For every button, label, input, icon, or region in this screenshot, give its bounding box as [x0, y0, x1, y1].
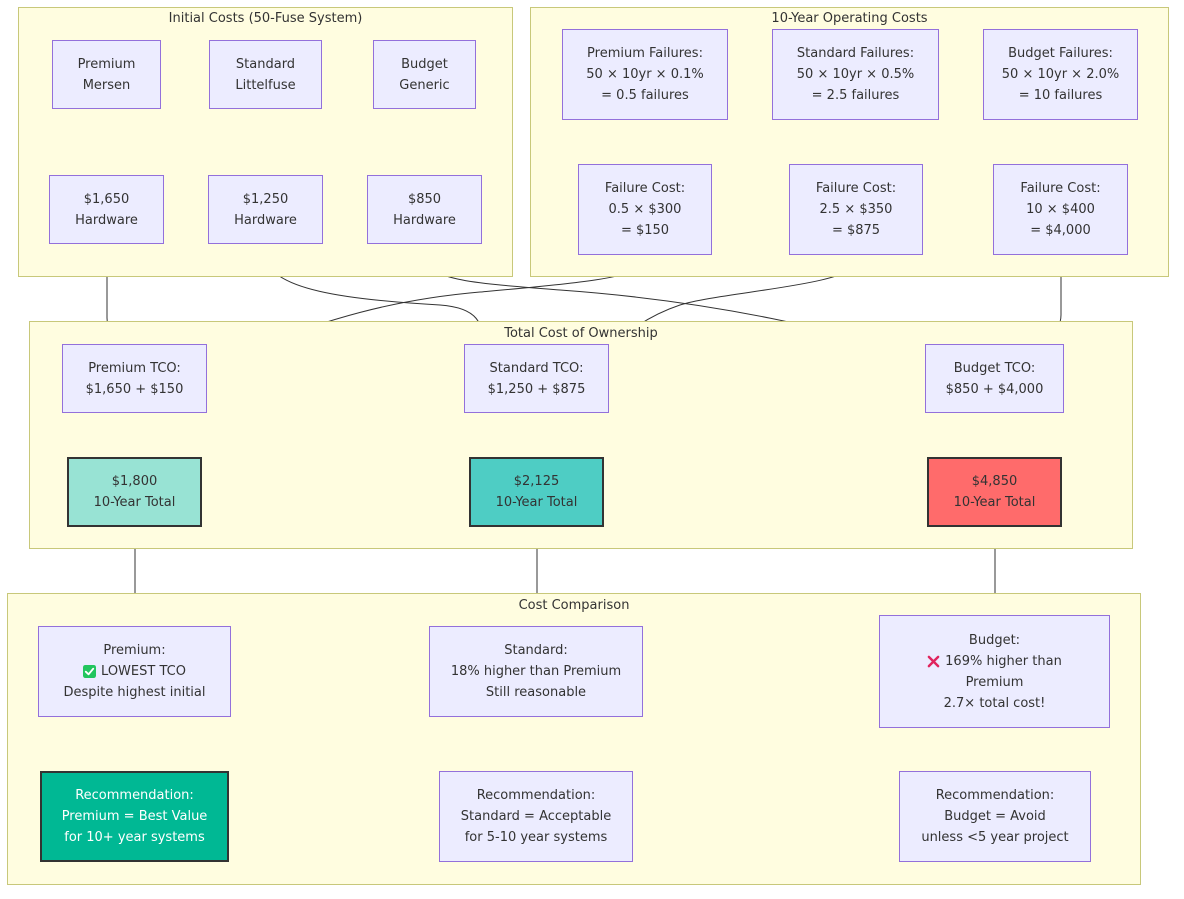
node-line: $1,250 + $875: [487, 381, 586, 397]
node-line: Littelfuse: [235, 77, 296, 93]
group-title-tco: Total Cost of Ownership: [504, 326, 658, 341]
node-line: 10-Year Total: [495, 495, 578, 510]
node-line: Still reasonable: [485, 685, 587, 700]
node-line: Recommendation:: [935, 788, 1055, 803]
node-line: = $4,000: [1030, 223, 1091, 238]
node-line: $1,650 + $150: [85, 381, 184, 397]
node-line: Budget TCO:: [953, 360, 1036, 376]
node-standard-hardware: $1,250 Hardware: [208, 175, 323, 244]
node-line: $850: [407, 191, 442, 207]
node-line: Premium: [77, 56, 136, 72]
node-line: 50 × 10yr × 2.0%: [1001, 67, 1120, 82]
node-budget-comparison: Budget: 169% higher than Premium 2.7× to…: [879, 615, 1110, 728]
node-line: 50 × 10yr × 0.1%: [586, 67, 704, 82]
node-line: 50 × 10yr × 0.5%: [796, 67, 915, 82]
node-budget-total: $4,850 10-Year Total: [927, 457, 1062, 527]
node-line: = $875: [831, 223, 881, 238]
node-line: 10 × $400: [1026, 202, 1095, 217]
node-premium-failure-cost: Failure Cost: 0.5 × $300 = $150: [578, 164, 712, 255]
node-line: Budget Failures:: [1008, 46, 1113, 61]
node-budget-generic: Budget Generic: [373, 40, 476, 109]
node-line: $2,125: [513, 474, 560, 489]
node-budget-tco: Budget TCO: $850 + $4,000: [925, 344, 1064, 413]
node-line: Standard:: [504, 643, 568, 658]
node-line: 18% higher than Premium: [450, 664, 622, 679]
group-title-operating-costs: 10-Year Operating Costs: [771, 11, 928, 26]
node-premium-hardware: $1,650 Hardware: [49, 175, 164, 244]
node-line: $1,250: [242, 191, 289, 207]
node-line: Budget:: [968, 632, 1021, 648]
node-line: 2.7× total cost!: [943, 695, 1046, 711]
status-text: LOWEST TCO: [101, 664, 186, 679]
node-line: Standard: [235, 56, 296, 72]
node-line: $4,850: [971, 474, 1018, 489]
node-line: Budget = Avoid: [944, 809, 1046, 824]
node-standard-total: $2,125 10-Year Total: [469, 457, 604, 527]
node-line: Premium:: [103, 643, 166, 658]
node-line: 10-Year Total: [953, 495, 1036, 510]
node-line: Despite highest initial: [63, 685, 206, 700]
node-line: Premium = Best Value: [61, 809, 208, 824]
node-line: Standard = Acceptable: [460, 809, 612, 824]
node-line: Premium TCO:: [88, 360, 181, 376]
node-line: = 10 failures: [1018, 88, 1103, 103]
node-line: Mersen: [82, 77, 131, 93]
node-line: for 5-10 year systems: [464, 830, 608, 845]
node-budget-recommendation: Recommendation: Budget = Avoid unless <5…: [899, 771, 1091, 862]
node-line: Failure Cost:: [604, 181, 686, 196]
node-standard-littelfuse: Standard Littelfuse: [209, 40, 322, 109]
node-premium-failures: Premium Failures: 50 × 10yr × 0.1% = 0.5…: [562, 29, 728, 120]
node-line: 169% higher than: [927, 651, 1062, 672]
node-line: Recommendation:: [75, 788, 194, 803]
node-premium-total: $1,800 10-Year Total: [67, 457, 202, 527]
group-title-initial-costs: Initial Costs (50-Fuse System): [168, 11, 363, 26]
node-line: Standard TCO:: [489, 360, 584, 376]
node-budget-failures: Budget Failures: 50 × 10yr × 2.0% = 10 f…: [983, 29, 1138, 120]
cross-mark-icon: [927, 655, 940, 667]
node-line: for 10+ year systems: [64, 830, 205, 845]
node-line: Failure Cost:: [815, 181, 897, 196]
node-premium-recommendation: Recommendation: Premium = Best Value for…: [40, 771, 229, 862]
node-standard-failures: Standard Failures: 50 × 10yr × 0.5% = 2.…: [772, 29, 939, 120]
node-budget-hardware: $850 Hardware: [367, 175, 482, 244]
status-text: 169% higher than: [945, 653, 1062, 669]
node-standard-tco: Standard TCO: $1,250 + $875: [464, 344, 609, 413]
node-line: Failure Cost:: [1020, 181, 1101, 196]
node-line: $1,650: [83, 191, 130, 207]
node-line: 2.5 × $350: [819, 202, 893, 217]
node-standard-recommendation: Recommendation: Standard = Acceptable fo…: [439, 771, 633, 862]
node-line: Hardware: [234, 212, 297, 228]
check-mark-icon: [83, 665, 97, 678]
node-line: Recommendation:: [476, 788, 596, 803]
node-budget-failure-cost: Failure Cost: 10 × $400 = $4,000: [993, 164, 1128, 255]
node-premium-tco: Premium TCO: $1,650 + $150: [62, 344, 207, 413]
node-standard-comparison: Standard: 18% higher than Premium Still …: [429, 626, 643, 717]
node-line: LOWEST TCO: [83, 661, 186, 682]
node-line: Premium Failures:: [587, 46, 703, 61]
group-title-cost-comparison: Cost Comparison: [518, 598, 630, 613]
node-line: $850 + $4,000: [945, 381, 1044, 397]
node-line: = $150: [620, 223, 670, 238]
node-premium-comparison: Premium: LOWEST TCO Despite highest init…: [38, 626, 231, 717]
node-premium-mersen: Premium Mersen: [52, 40, 161, 109]
node-line: = 2.5 failures: [811, 88, 900, 103]
node-line: Hardware: [75, 212, 138, 228]
node-line: 10-Year Total: [93, 495, 176, 510]
node-line: Budget: [401, 56, 448, 72]
node-line: unless <5 year project: [921, 830, 1069, 845]
node-line: Hardware: [393, 212, 456, 228]
node-line: Premium: [965, 674, 1024, 690]
node-line: $1,800: [111, 474, 158, 489]
node-line: = 0.5 failures: [601, 88, 689, 103]
node-line: Standard Failures:: [796, 46, 915, 61]
node-line: Generic: [399, 77, 450, 93]
node-standard-failure-cost: Failure Cost: 2.5 × $350 = $875: [789, 164, 923, 255]
node-line: 0.5 × $300: [608, 202, 682, 217]
